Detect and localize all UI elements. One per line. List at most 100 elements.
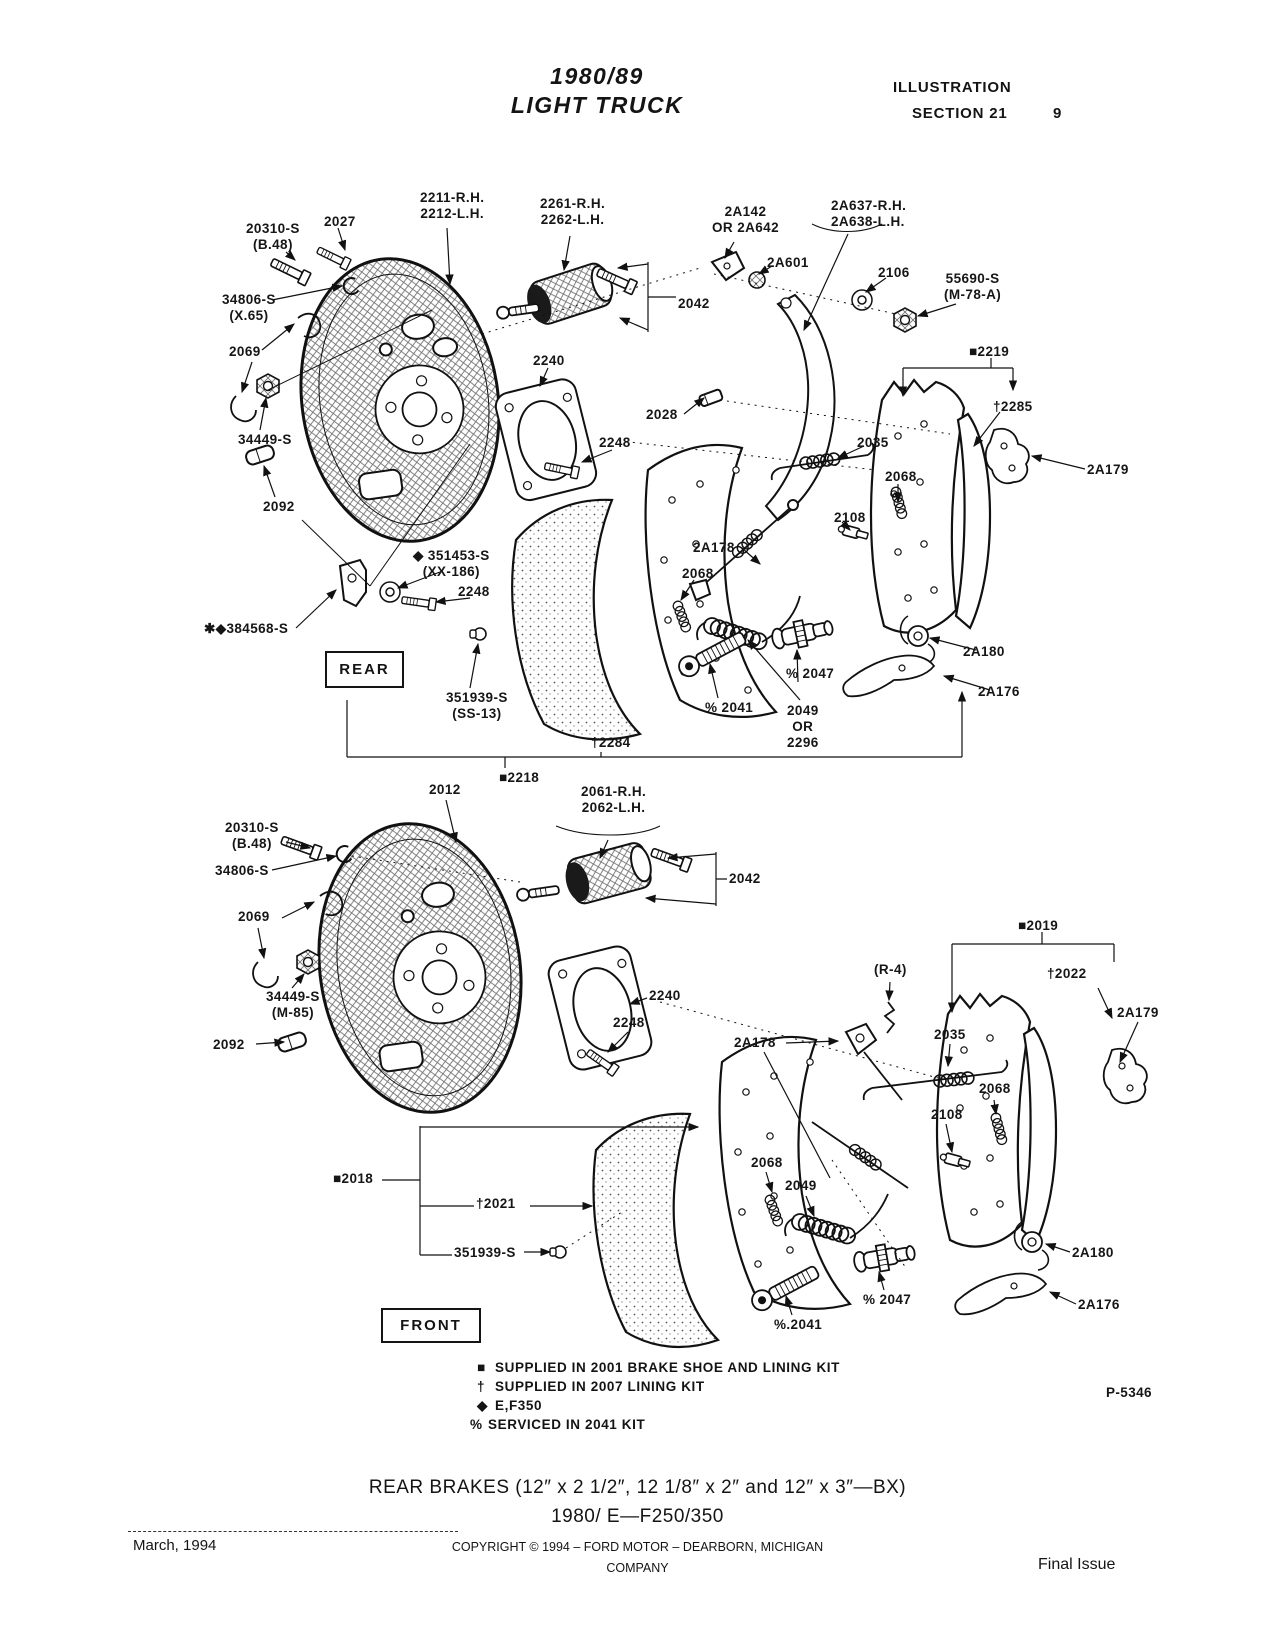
footer-issue: Final Issue (1038, 1556, 1116, 1573)
rear-label-2219: ■2219 (969, 344, 1010, 359)
rear-lining-2285 (954, 412, 992, 630)
front-shoe-2019 (935, 992, 1032, 1248)
rear-view-label: REAR (339, 661, 390, 678)
front-label-2068-a: 2068 (979, 1081, 1011, 1096)
rear-label-2108: 2108 (834, 510, 866, 525)
rear-construction-lines (267, 223, 951, 587)
header-illustration: ILLUSTRATION (893, 79, 1012, 96)
rear-kit-brackets (346, 358, 1018, 768)
footer-rule (128, 1531, 458, 1532)
legend-text-ef350: E,F350 (495, 1398, 543, 1413)
rear-label-2211-2212: 2211-R.H. 2212-L.H. (420, 190, 485, 222)
rear-shoe-lining-2284 (511, 498, 643, 741)
front-gasket (547, 945, 653, 1071)
rear-label-2a637-2a638: 2A637-R.H. 2A638-L.H. (831, 198, 907, 230)
front-label-2018: ■2018 (333, 1171, 374, 1186)
front-label-2012: 2012 (429, 782, 461, 797)
rear-label-2a601: 2A601 (767, 255, 809, 270)
footer-date: March, 1994 (133, 1537, 217, 1554)
front-label-2047: % 2047 (863, 1292, 912, 1307)
legend-text-2041: SERVICED IN 2041 KIT (488, 1417, 646, 1432)
rear-label-2a142: 2A142 OR 2A642 (712, 204, 779, 236)
caption-line1: REAR BRAKES (12″ x 2 1/2″, 12 1/8″ x 2″ … (368, 1477, 907, 1498)
rear-label-351939-s: 351939-S (SS-13) (446, 690, 508, 722)
front-lining-2022 (1020, 1026, 1058, 1244)
front-label-34806-s: 34806-S (215, 863, 269, 878)
rear-mounting-bolts (230, 243, 360, 466)
rear-label-2027: 2027 (324, 214, 356, 229)
legend-item-2001-kit: ■ SUPPLIED IN 2001 BRAKE SHOE AND LINING … (477, 1360, 840, 1375)
title-series: LIGHT TRUCK (510, 91, 684, 118)
front-label-351939-s: 351939-S (454, 1245, 516, 1260)
front-label-2108: 2108 (931, 1107, 963, 1122)
rear-label-34806-s: 34806-S (X.65) (222, 292, 276, 324)
front-label-20310-s: 20310-S (B.48) (225, 820, 279, 852)
rear-parking-lever (710, 250, 917, 522)
front-label-2a178: 2A178 (734, 1035, 776, 1050)
rear-label-34449-s: 34449-S (238, 432, 292, 447)
square-symbol: ■ (477, 1360, 486, 1375)
front-label-2061-2062: 2061-R.H. 2062-L.H. (581, 784, 647, 816)
legend-item-2007-kit: † SUPPLIED IN 2007 LINING KIT (477, 1379, 705, 1394)
front-construction-lines (351, 825, 939, 1269)
rear-label-2047: % 2047 (786, 666, 835, 681)
rear-label-2069: 2069 (229, 344, 261, 359)
rear-label-2218: ■2218 (499, 770, 540, 785)
front-label-2019: ■2019 (1018, 918, 1059, 933)
front-shoe-lining-2021 (592, 1112, 721, 1349)
footer-copyright: COPYRIGHT © 1994 – FORD MOTOR – DEARBORN… (451, 1540, 824, 1554)
rear-gasket (494, 378, 598, 502)
front-label-2068-b: 2068 (751, 1155, 783, 1170)
rear-shoe-2219 (869, 378, 966, 634)
front-wheel-cylinder (515, 842, 727, 906)
front-shoe-web-holes (734, 1058, 814, 1268)
rear-label-2240: 2240 (533, 353, 565, 368)
front-springs (549, 1001, 1148, 1316)
rear-label-2106: 2106 (878, 265, 910, 280)
caption-line2: 1980/ E—F250/350 (551, 1506, 724, 1527)
rear-label-2035: 2035 (857, 435, 889, 450)
rear-label-2a176: 2A176 (978, 684, 1020, 699)
rear-label-2a178: 2A178 (693, 540, 735, 555)
front-label-34449-s: 34449-S (M-85) (266, 989, 320, 1021)
rear-label-2248-b: 2248 (458, 584, 490, 599)
front-label-r4: (R-4) (874, 962, 907, 977)
legend-item-ef350: ◆ E,F350 (477, 1398, 542, 1414)
rear-backing-plate (299, 257, 501, 543)
header-page-number: 9 (1053, 105, 1063, 122)
rear-label-2248-a: 2248 (599, 435, 631, 450)
rear-label-351453-s: ◆ 351453-S (XX-186) (413, 548, 490, 580)
rear-label-384568-s: ✱◆384568-S (204, 621, 289, 636)
percent-symbol: % (470, 1417, 483, 1432)
rear-label-2068-a: 2068 (885, 469, 917, 484)
front-backing-plate (317, 822, 523, 1114)
rear-wheel-cylinder (495, 262, 676, 332)
rear-label-20310-s: 20310-S (B.48) (246, 221, 300, 253)
legend-text-2007: SUPPLIED IN 2007 LINING KIT (495, 1379, 705, 1394)
rear-shoe-2219-holes (890, 420, 938, 602)
legend-text-2001: SUPPLIED IN 2001 BRAKE SHOE AND LINING K… (495, 1360, 841, 1375)
front-label-2021: †2021 (476, 1196, 516, 1211)
rear-label-2261-2262: 2261-R.H. 2262-L.H. (540, 196, 606, 228)
front-label-2240: 2240 (649, 988, 681, 1003)
rear-shoe-web (644, 443, 779, 718)
front-label-2042: 2042 (729, 871, 761, 886)
front-kit-brackets (382, 932, 1115, 1257)
front-diagram (252, 799, 1148, 1349)
rear-label-2a179: 2A179 (1087, 462, 1129, 477)
front-label-2a180: 2A180 (1072, 1245, 1114, 1260)
rear-label-55690-s: 55690-S (M-78-A) (944, 271, 1002, 303)
diamond-symbol: ◆ (477, 1398, 488, 1413)
front-view-label: FRONT (400, 1317, 462, 1334)
page-title: 1980/89 LIGHT TRUCK (437, 62, 757, 120)
rear-label-2285: †2285 (993, 399, 1033, 414)
front-label-2a179: 2A179 (1117, 1005, 1159, 1020)
rear-leader-lines (241, 227, 1086, 701)
rear-holddown-group (338, 388, 724, 641)
header-section: SECTION 21 (912, 105, 1008, 122)
dagger-symbol: † (477, 1379, 486, 1394)
front-label-2a176: 2A176 (1078, 1297, 1120, 1312)
rear-springs (671, 427, 1030, 698)
